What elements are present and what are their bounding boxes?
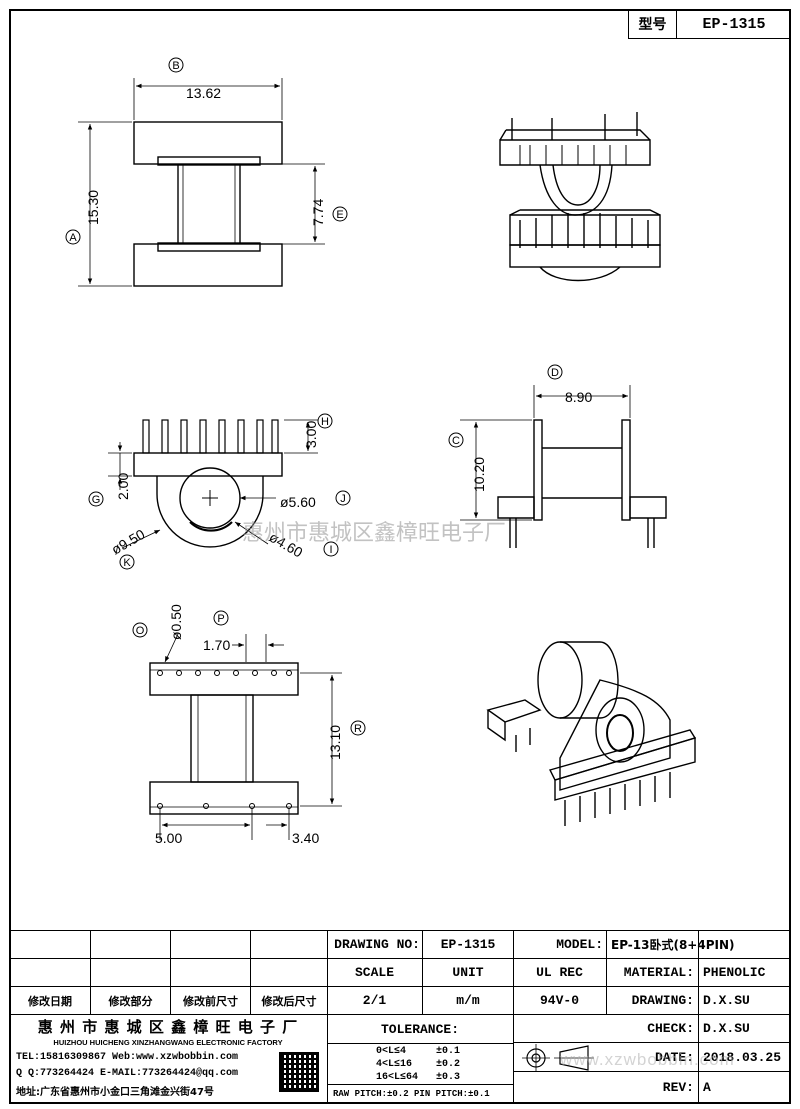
marker-d: D [547,364,563,380]
svg-text:E: E [336,209,343,221]
scale-label: SCALE [354,965,394,980]
drawing-label: DRAWING: [631,993,694,1008]
marker-i: I [323,541,339,557]
view-bottom-left [149,633,342,840]
svg-text:G: G [92,494,101,506]
company-qq: Q Q:773264424 E-MAIL:773264424@qq.com [16,1068,239,1079]
marker-h: H [317,413,333,429]
dim-d-text: 8.90 [565,389,592,405]
marker-j: J [335,490,351,506]
header-mid-border [676,9,677,38]
company-tel: TEL:15816309867 Web:www.xzwbobbin.com [16,1052,239,1063]
dim-a-text: 15.30 [85,190,101,225]
svg-text:C: C [452,435,460,447]
tolerance-value-3: ±0.3 [436,1071,461,1083]
tolerance-range-2: 4<L≤16 [376,1058,413,1070]
header-left-border [628,9,629,38]
header-model-value: EP-1315 [702,15,766,33]
scale-value: 2/1 [362,993,387,1008]
view-middle-left [108,419,318,549]
dim-b-text: 13.62 [186,85,221,101]
pitch-note: RAW PITCH:±0.2 PIN PITCH:±0.1 [333,1089,490,1099]
svg-text:J: J [340,493,346,505]
dim-o-text: ø0.50 [168,604,184,640]
dim-g-text: 2.00 [115,473,131,500]
svg-text:D: D [551,367,559,379]
header-model-label: 型号 [638,17,667,33]
dim-h-text: 3.00 [303,421,319,448]
watermark-text: 惠州市惠城区鑫樟旺电子厂 [242,521,506,546]
marker-g: G [88,491,104,507]
rev-header-date: 修改日期 [28,994,72,1008]
marker-c: C [448,432,464,448]
marker-a: A [65,229,81,245]
tolerance-label: TOLERANCE: [380,1021,459,1037]
rev-header-after: 修改后尺寸 [261,994,317,1008]
rev-header-before: 修改前尺寸 [183,994,238,1008]
tolerance-range-3: 16<L≤64 [376,1071,419,1083]
qr-code-icon [279,1052,319,1092]
view-middle-right [460,385,667,548]
dim-k-text: ø9.50 [109,526,148,558]
svg-text:I: I [329,544,332,556]
dim-e-text: 7.74 [310,199,326,226]
tolerance-value-2: ±0.2 [436,1058,461,1070]
marker-b: B [168,57,184,73]
unit-label: UNIT [452,965,484,980]
dim-c-text: 10.20 [471,457,487,492]
check-label: CHECK: [647,1021,694,1036]
svg-text:K: K [123,557,131,569]
material-value: PHENOLIC [703,965,766,980]
header-divider [628,38,791,39]
svg-text:O: O [136,625,145,637]
date-label: DATE: [654,1049,694,1065]
svg-text:B: B [172,60,179,72]
model-value: EP-13卧式(8+4PIN) [611,938,735,952]
marker-o: O [132,622,148,638]
view-top-right-iso [499,112,661,282]
company-name-en: HUIZHOU HUICHENG XINZHANGWANG ELECTRONIC… [53,1037,283,1047]
dim-j-text: ø5.60 [280,494,316,510]
ul-label: UL REC [536,965,583,980]
material-label: MATERIAL: [623,965,694,980]
date-value: 2018.03.25 [703,1049,782,1065]
drawing-sheet [9,9,791,1104]
drawing-value: D.X.SU [703,993,750,1008]
unit-value: m/m [456,993,480,1008]
svg-text:R: R [354,723,362,735]
company-name-cn: 惠 州 市 惠 城 区 鑫 樟 旺 电 子 厂 [37,1017,299,1036]
svg-text:P: P [217,613,224,625]
view-top-left [78,78,325,287]
drawing-no-label: DRAWING NO: [334,937,420,952]
company-address: 地址:广东省惠州市小金口三角滩金兴街47号 [16,1086,214,1098]
rev-label: REV: [662,1079,694,1095]
svg-text:H: H [321,416,329,428]
dim-p-text: 1.70 [203,637,230,653]
projection-symbol-icon [522,1044,594,1072]
svg-text:A: A [69,232,77,244]
tolerance-range-1: 0<L≤4 [376,1045,407,1057]
technical-drawing: 13.62 15.30 7.74 8.90 10.20 3.00 2.00 ø5… [65,57,697,846]
drawing-no-value: EP-1315 [440,937,496,952]
rev-header-part: 修改部分 [108,994,153,1008]
marker-r: R [350,720,366,736]
dim-pitch-text: 5.00 [155,830,182,846]
marker-p: P [213,610,229,626]
model-label: MODEL: [556,937,603,952]
dim-offset-text: 3.40 [292,830,319,846]
marker-e: E [332,206,348,222]
ul-value: 94V-0 [539,993,579,1008]
rev-value: A [703,1079,711,1095]
marker-k: K [119,554,135,570]
view-bottom-right-iso [486,641,697,826]
dim-r-text: 13.10 [327,725,343,760]
check-value: D.X.SU [703,1021,750,1036]
watermark-url: www.xzwbobbin.com [560,1050,735,1069]
tolerance-value-1: ±0.1 [436,1045,461,1057]
